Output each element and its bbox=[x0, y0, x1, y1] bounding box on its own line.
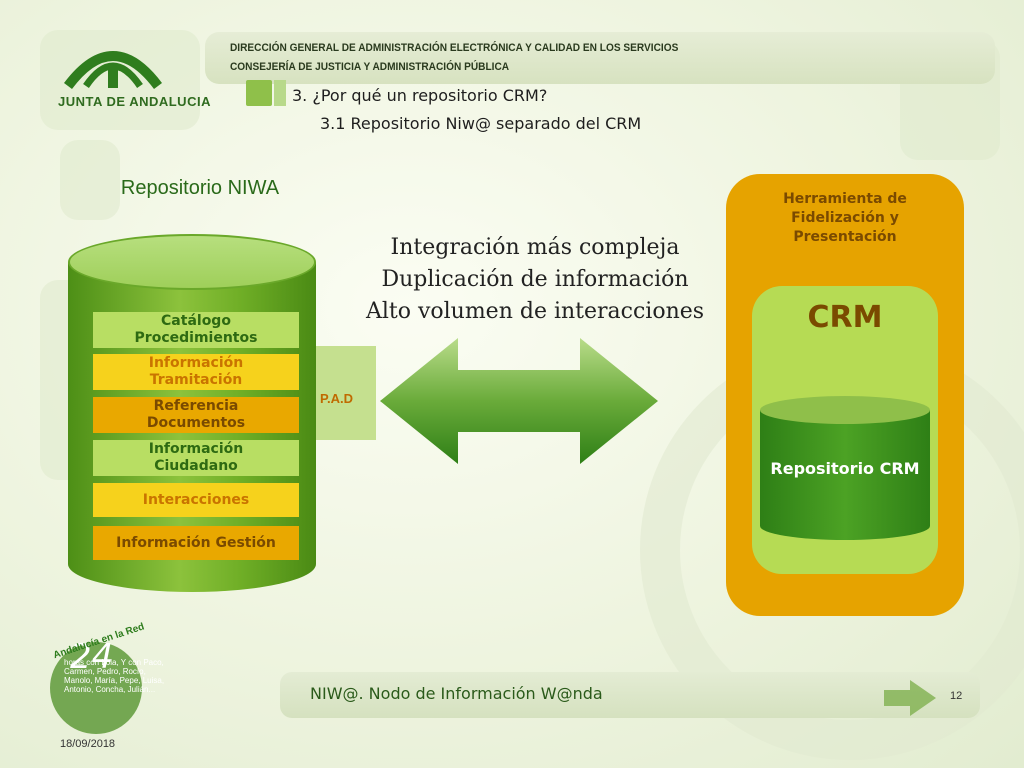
bullet-square bbox=[246, 80, 272, 106]
next-arrow-icon bbox=[884, 680, 936, 716]
central-line1: Integración más compleja bbox=[390, 235, 680, 260]
header-line1: DIRECCIÓN GENERAL DE ADMINISTRACIÓN ELEC… bbox=[230, 42, 679, 54]
repo-crm-label: Repositorio CRM bbox=[770, 459, 920, 478]
badge-graphic: 24 Andalucía en la Red bbox=[50, 621, 146, 734]
bg-shape bbox=[60, 140, 120, 220]
crm-label: CRM bbox=[807, 300, 883, 335]
central-line3: Alto volumen de interacciones bbox=[365, 299, 705, 324]
page-number: 12 bbox=[950, 690, 963, 702]
bullet-square bbox=[274, 80, 286, 106]
repo-niwa-title: Repositorio NIWA bbox=[120, 177, 280, 199]
central-line2: Duplicación de información bbox=[381, 267, 689, 292]
double-arrow-icon bbox=[380, 338, 658, 464]
central-text: Integración más compleja Duplicación de … bbox=[350, 232, 720, 328]
repo-band: Catálogo Procedimientos bbox=[93, 312, 299, 348]
repo-band: Interacciones bbox=[93, 483, 299, 517]
section-subtitle: 3.1 Repositorio Niw@ separado del CRM bbox=[320, 114, 642, 133]
crm-tool-title: Herramienta de Fidelización y Presentaci… bbox=[783, 191, 907, 245]
logo bbox=[58, 36, 168, 92]
footer-date: 18/09/2018 bbox=[60, 738, 116, 750]
logo-label: JUNTA DE ANDALUCIA bbox=[58, 94, 211, 109]
badge-text: horas con Lola, Y con Paco, Carmen, Pedr… bbox=[64, 658, 165, 694]
footer-title: NIW@. Nodo de Información W@nda bbox=[310, 684, 603, 703]
repo-band: Información Gestión bbox=[93, 526, 299, 560]
repo-band: Referencia Documentos bbox=[93, 397, 299, 433]
repo-crm-cylinder-top bbox=[760, 396, 930, 424]
badge-number: 24 bbox=[70, 637, 113, 677]
footer-bar bbox=[280, 672, 980, 718]
pad-label: P.A.D bbox=[320, 391, 353, 406]
section-title: 3. ¿Por qué un repositorio CRM? bbox=[292, 86, 548, 105]
repo-niwa-cylinder-top bbox=[68, 234, 316, 290]
repo-band: Información Tramitación bbox=[93, 354, 299, 390]
header-line2: CONSEJERÍA DE JUSTICIA Y ADMINISTRACIÓN … bbox=[230, 61, 510, 73]
repo-band: Información Ciudadano bbox=[93, 440, 299, 476]
header-bar bbox=[205, 32, 995, 84]
repo-crm-cylinder bbox=[760, 410, 930, 540]
badge-24h: 24 Andalucía en la Red bbox=[44, 616, 174, 736]
logo-icon bbox=[64, 51, 162, 90]
